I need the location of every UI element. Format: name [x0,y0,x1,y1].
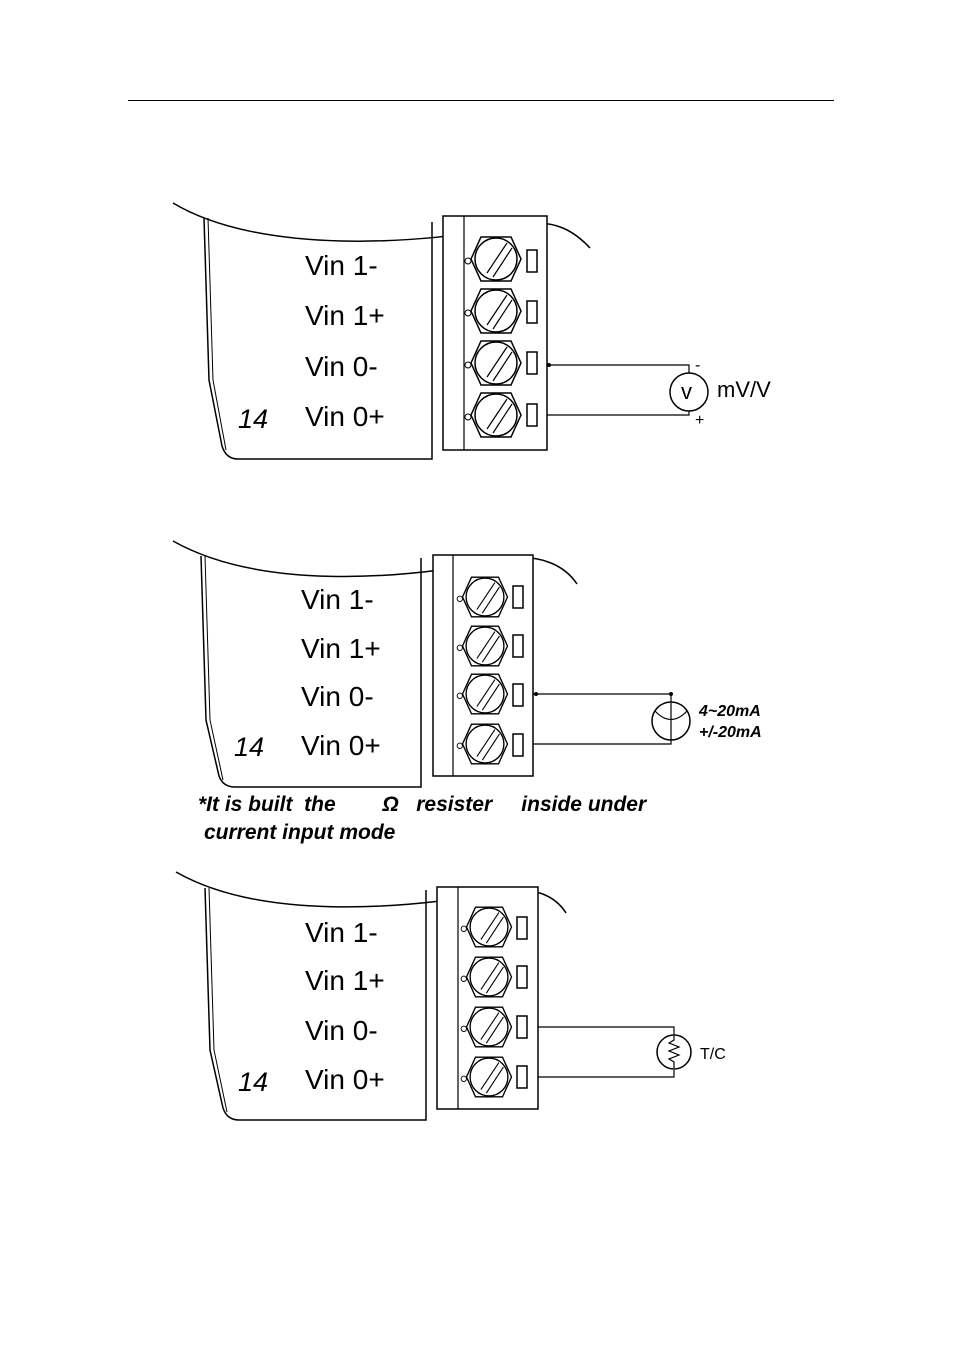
note-line-2: current input mode [204,821,395,845]
pin-label-vin1-plus: Vin 1+ [305,300,385,331]
pin-label-vin0-minus: Vin 0- [305,351,378,382]
meter-symbol: v [681,379,692,404]
diagram-current-input: Vin 1- Vin 1+ Vin 0- Vin 0+ 14 4~20mA +/… [173,541,762,787]
note-line-1: *It is built the Ω resister inside under [198,793,646,817]
pin-label-vin1-plus: Vin 1+ [305,965,385,996]
pin-label-vin0-plus: Vin 0+ [301,730,381,761]
wire-positive [547,408,689,415]
wire-negative [547,365,689,376]
pin-label-vin1-plus: Vin 1+ [301,633,381,664]
pin-label-vin1-minus: Vin 1- [305,250,378,281]
model-number: 14 [238,404,268,434]
positive-mark: + [695,412,704,429]
diagram-voltage-input: Vin 1- Vin 1+ Vin 0- Vin 0+ 14 v - + mV/… [173,203,771,459]
wire-thermocouple-b [538,1070,674,1077]
pin-label-vin0-minus: Vin 0- [305,1015,378,1046]
signal-label-4-20ma: 4~20mA [698,703,761,720]
thermocouple-icon [657,1035,691,1069]
pin-label-vin0-plus: Vin 0+ [305,401,385,432]
pin-label-vin0-plus: Vin 0+ [305,1064,385,1095]
current-source-icon [652,702,690,740]
model-number: 14 [234,732,264,762]
signal-label-tc: T/C [700,1046,726,1063]
signal-label-pm20ma: +/-20mA [699,724,762,741]
model-number: 14 [238,1067,268,1097]
wire-negative [533,740,671,744]
negative-mark: - [695,357,700,374]
diagram-thermocouple-input: Vin 1- Vin 1+ Vin 0- Vin 0+ 14 T/C [176,872,726,1120]
wire-positive [533,694,671,702]
pin-label-vin1-minus: Vin 1- [305,917,378,948]
pin-label-vin1-minus: Vin 1- [301,584,374,615]
pin-label-vin0-minus: Vin 0- [301,681,374,712]
signal-label-mvv: mV/V [717,377,771,402]
wire-thermocouple-a [538,1027,674,1035]
